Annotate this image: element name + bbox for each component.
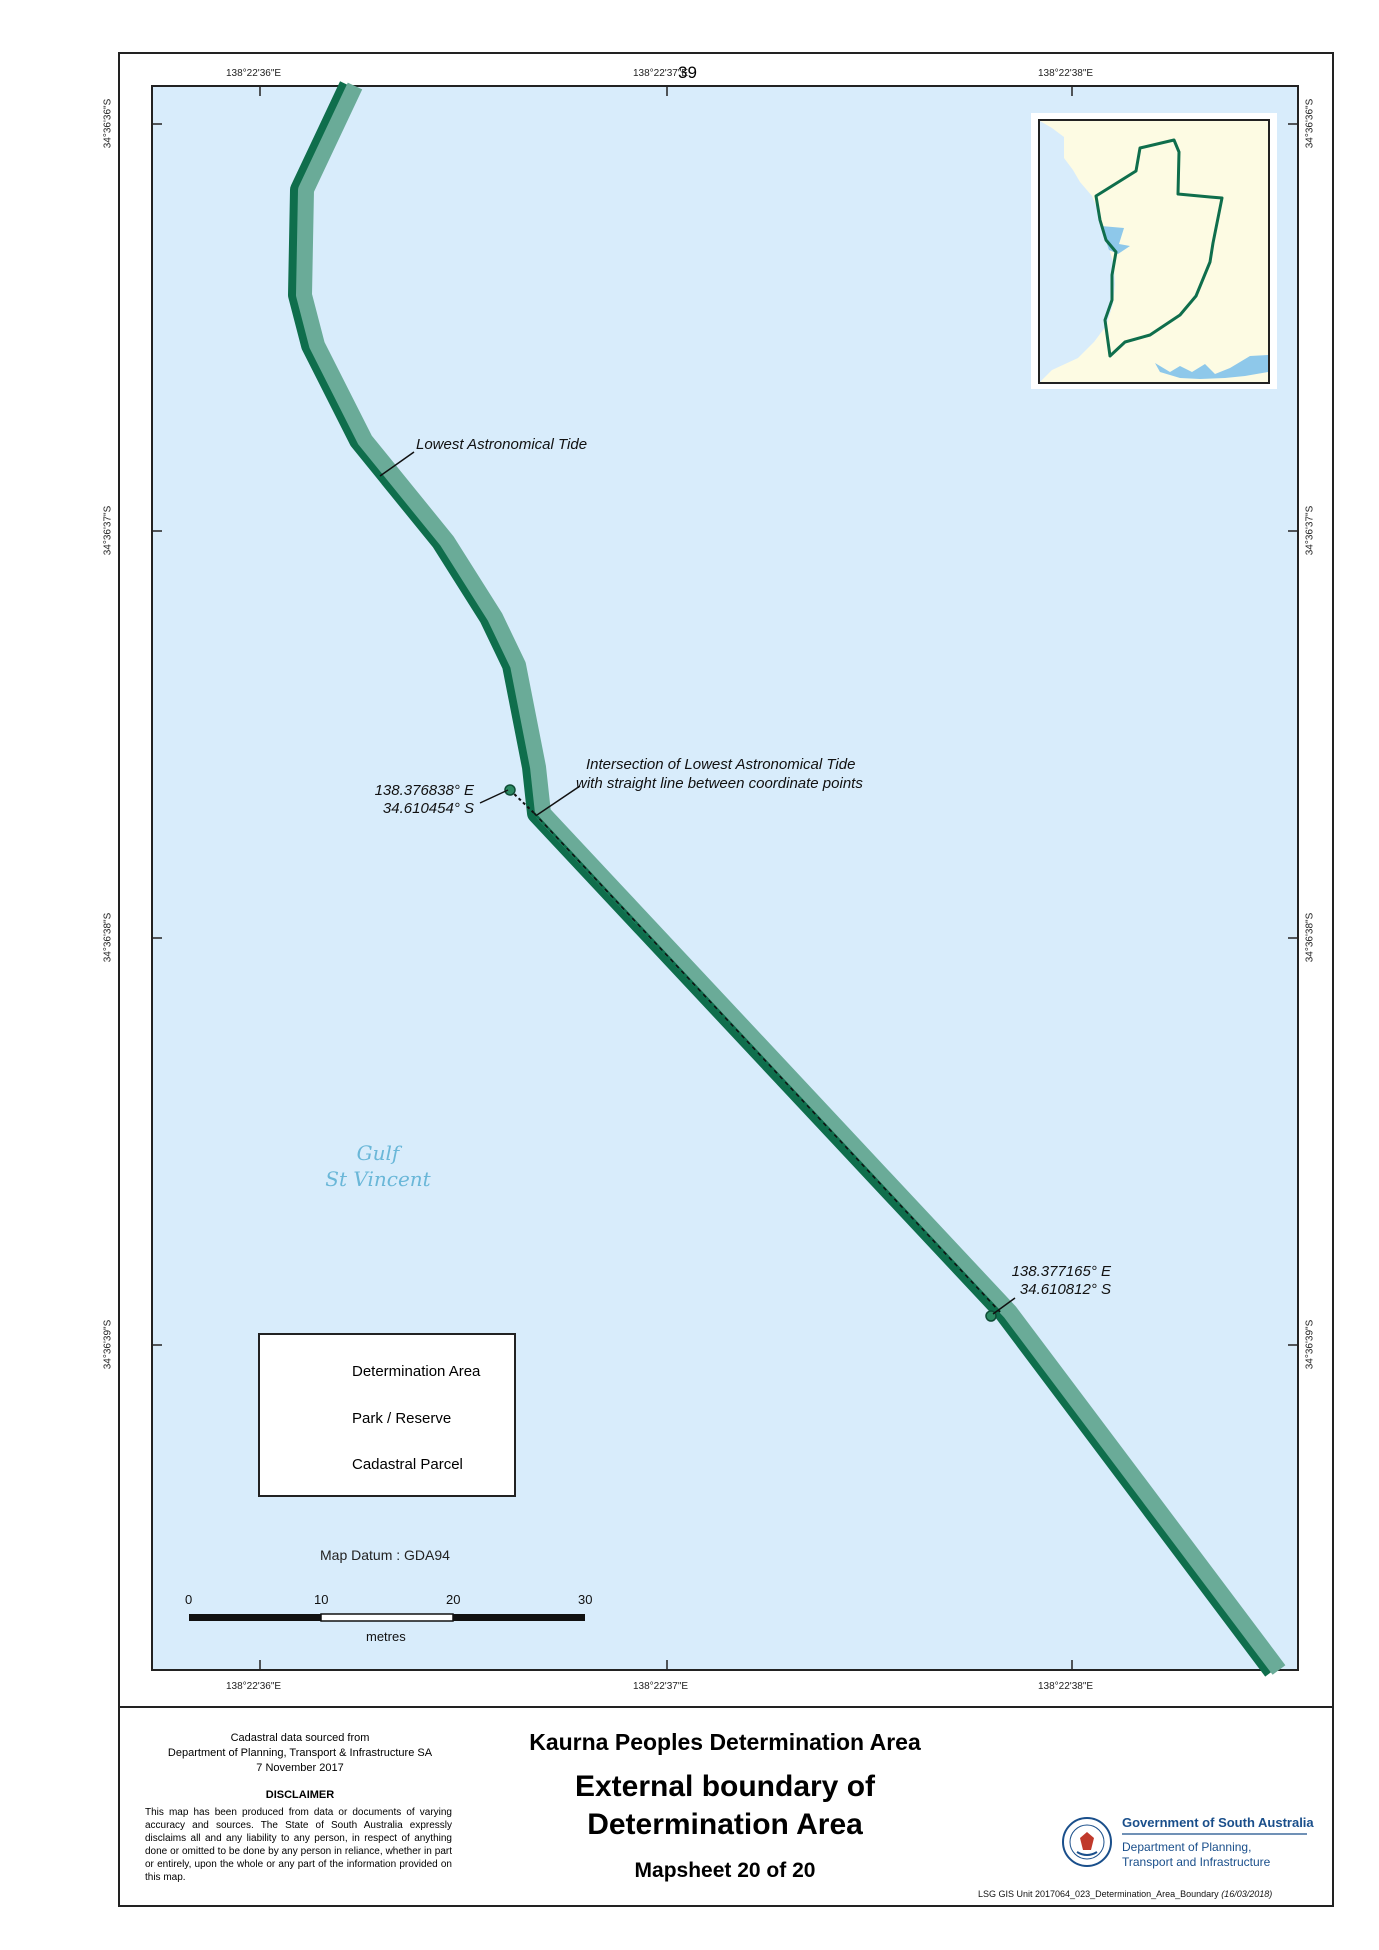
intersection-annotation-line2: with straight line between coordinate po… bbox=[576, 775, 863, 792]
graticule-ticks bbox=[152, 86, 1298, 1670]
point1-longitude: 138.376838° E bbox=[374, 782, 474, 799]
legend-label-park-reserve: Park / Reserve bbox=[352, 1410, 452, 1427]
graticule-right-label: 34°36'38"S bbox=[1304, 912, 1316, 963]
map-subtitle: External boundary of Determination Area bbox=[574, 1770, 876, 1841]
government-crest-logo bbox=[1062, 1817, 1112, 1867]
map-title: Kaurna Peoples Determination Area bbox=[529, 1729, 921, 1755]
graticule-right-label: 34°36'39"S bbox=[1304, 1319, 1316, 1370]
point2-latitude: 34.610812° S bbox=[1019, 1281, 1111, 1298]
graticule-left-label: 34°36'37"S bbox=[102, 505, 114, 556]
page-frame bbox=[118, 52, 1334, 1907]
legend-label-cadastral-parcel: Cadastral Parcel bbox=[352, 1456, 463, 1473]
graticule-top-label: 138°22'38"E bbox=[1038, 68, 1094, 79]
point2-longitude: 138.377165° E bbox=[1011, 1263, 1111, 1280]
leader-lines bbox=[379, 451, 1016, 1315]
graticule-left-label: 34°36'36"S bbox=[102, 98, 114, 149]
graticule-left-label: 34°36'38"S bbox=[102, 912, 114, 963]
determination-area-boundary bbox=[288, 81, 1286, 1677]
graticule-top-label: 138°22'36"E bbox=[226, 68, 282, 79]
lat-annotation: Lowest Astronomical Tide bbox=[416, 436, 588, 453]
mapsheet-label: Mapsheet 20 of 20 bbox=[634, 1859, 816, 1882]
point1-latitude: 34.610454° S bbox=[382, 800, 474, 817]
scale-unit: metres bbox=[366, 1629, 406, 1644]
legend-label-determination-area: Determination Area bbox=[352, 1363, 481, 1380]
scale-bar bbox=[189, 1613, 585, 1622]
water-body-label: Gulf St Vincent bbox=[325, 1141, 431, 1191]
page-number: 39 bbox=[678, 63, 697, 82]
coordinate-point-1 bbox=[504, 784, 516, 796]
government-name: Government of South Australia bbox=[1122, 1815, 1314, 1830]
disclaimer-title: DISCLAIMER bbox=[265, 1789, 335, 1801]
graticule-bottom-label: 138°22'36"E bbox=[226, 1681, 282, 1692]
map-legend bbox=[258, 1333, 516, 1497]
coordinate-line-dashed bbox=[533, 812, 1001, 1313]
graticule-bottom-label: 138°22'38"E bbox=[1038, 1681, 1094, 1692]
department-name-line2: Transport and Infrastructure bbox=[1122, 1855, 1271, 1869]
graticule-bottom-label: 138°22'37"E bbox=[633, 1681, 689, 1692]
file-reference: LSG GIS Unit 2017064_023_Determination_A… bbox=[978, 1889, 1273, 1899]
data-source: Cadastral data sourced from Department o… bbox=[167, 1732, 433, 1774]
scale-tick-label: 10 bbox=[314, 1592, 329, 1607]
map-datum: Map Datum : GDA94 bbox=[320, 1547, 450, 1563]
graticule-left-label: 34°36'39"S bbox=[102, 1319, 114, 1370]
scale-tick-label: 20 bbox=[446, 1592, 461, 1607]
disclaimer-text: This map has been produced from data or … bbox=[145, 1807, 452, 1883]
graticule-top-label: 138°22'37"E bbox=[633, 68, 689, 79]
graticule-right-label: 34°36'37"S bbox=[1304, 505, 1316, 556]
locator-inset-map bbox=[1031, 113, 1277, 389]
graticule-right-label: 34°36'36"S bbox=[1304, 98, 1316, 149]
department-name-line1: Department of Planning, bbox=[1122, 1840, 1252, 1854]
intersection-annotation-line1: Intersection of Lowest Astronomical Tide bbox=[586, 756, 856, 773]
scale-tick-label: 30 bbox=[578, 1592, 593, 1607]
scale-tick-label: 0 bbox=[185, 1592, 193, 1607]
